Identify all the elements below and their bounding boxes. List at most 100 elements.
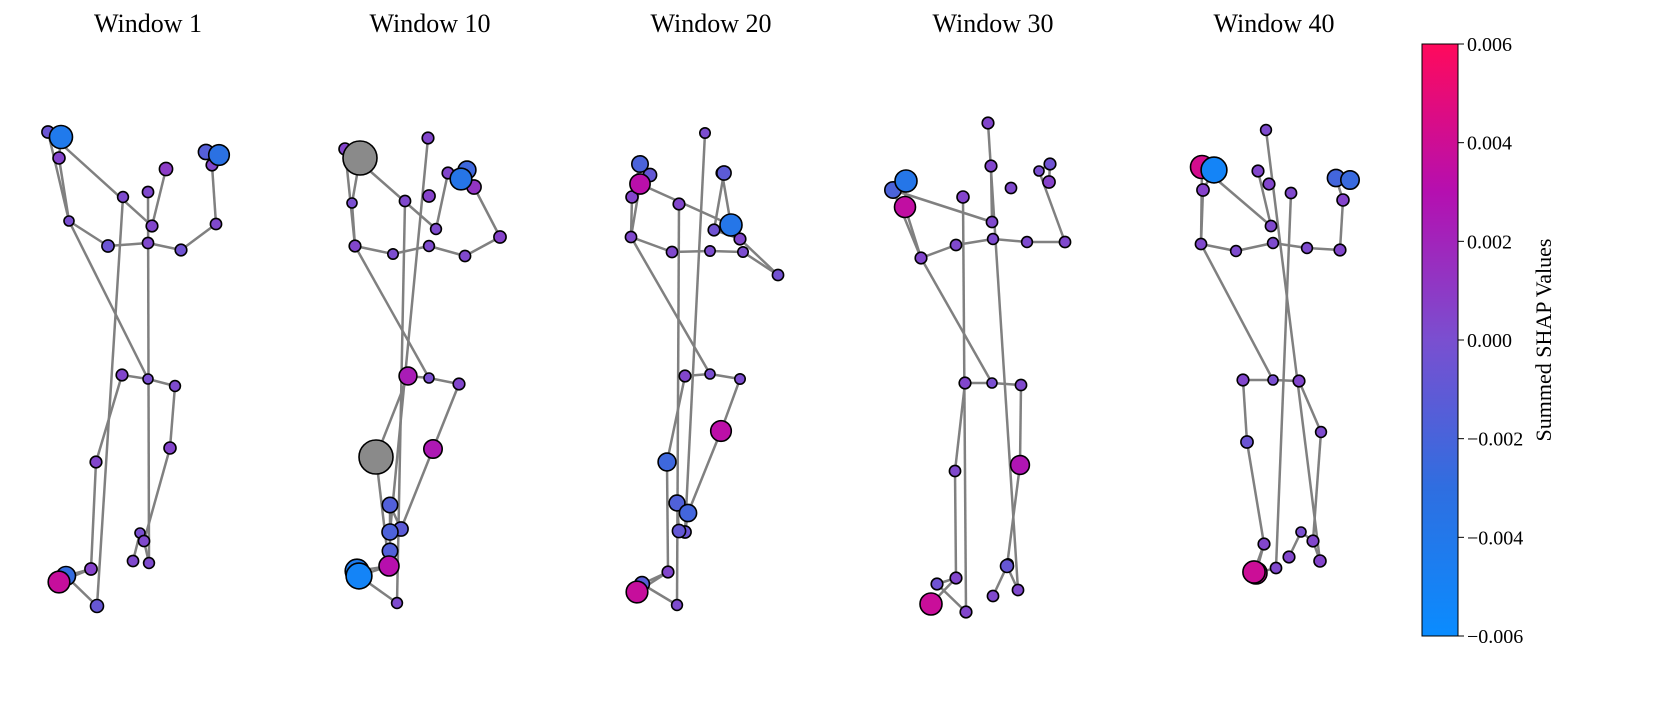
bone <box>630 235 673 254</box>
joint <box>661 565 675 579</box>
colorbar-gradient <box>1421 43 1459 637</box>
joint <box>346 197 358 209</box>
joint <box>1043 157 1057 171</box>
panel-title-1: Window 1 <box>94 9 202 38</box>
joint <box>174 243 188 257</box>
joint <box>1295 526 1307 538</box>
joint <box>493 230 507 244</box>
joint <box>1196 183 1210 197</box>
bone <box>1297 380 1323 433</box>
joint <box>704 368 716 380</box>
bone <box>892 188 993 224</box>
joint <box>1251 164 1265 178</box>
joint <box>1284 186 1298 200</box>
skeleton-3 <box>624 127 785 612</box>
joint <box>1042 175 1056 189</box>
bone <box>353 245 431 379</box>
bone <box>68 219 109 248</box>
joint <box>1009 454 1031 476</box>
joint <box>126 554 140 568</box>
joint <box>959 605 973 619</box>
joint <box>89 598 105 614</box>
joint <box>719 213 743 237</box>
joint <box>981 116 995 130</box>
bone <box>629 236 712 375</box>
bone <box>1018 384 1023 466</box>
bone <box>434 172 450 230</box>
joint <box>398 194 412 208</box>
joint <box>709 419 733 443</box>
bone <box>953 470 958 579</box>
bone <box>46 131 71 222</box>
joint <box>84 562 98 576</box>
joint <box>672 197 686 211</box>
bone <box>1338 199 1345 251</box>
joint <box>707 223 721 237</box>
joint <box>1020 235 1034 249</box>
bone <box>89 461 98 570</box>
bone <box>168 385 177 449</box>
joint <box>629 173 651 195</box>
joint <box>630 155 649 174</box>
joint <box>116 190 130 204</box>
colorbar-tick-label: −0.004 <box>1467 527 1523 549</box>
joint <box>1236 373 1250 387</box>
joint <box>141 185 155 199</box>
joint <box>1264 219 1278 233</box>
joint <box>956 190 970 204</box>
joint <box>999 558 1015 574</box>
joint <box>1340 170 1361 191</box>
joint <box>422 189 436 203</box>
bone <box>1235 241 1274 253</box>
joint <box>423 372 435 384</box>
joint <box>378 555 400 577</box>
joint <box>1262 177 1276 191</box>
bone <box>1274 192 1293 569</box>
joint <box>986 232 1000 246</box>
bone <box>675 203 681 606</box>
skeleton-panels <box>41 116 1361 619</box>
joint <box>142 556 156 570</box>
joint <box>458 249 472 263</box>
joint <box>733 372 746 385</box>
joint <box>342 140 378 176</box>
panel-title-4: Window 30 <box>933 9 1054 38</box>
bone <box>399 448 435 530</box>
bone <box>936 583 967 613</box>
joint <box>919 592 943 616</box>
bone <box>67 220 150 380</box>
joint <box>422 239 436 253</box>
joint <box>893 195 917 219</box>
joint <box>733 232 747 246</box>
bone <box>1199 243 1275 381</box>
joint <box>1004 181 1018 195</box>
skeleton-5 <box>1189 123 1361 585</box>
panel-title-2: Window 10 <box>370 9 491 38</box>
joint <box>386 248 399 261</box>
colorbar-tick-label: −0.006 <box>1467 626 1523 648</box>
joint <box>1229 244 1243 258</box>
joint <box>390 596 404 610</box>
bone <box>665 461 670 573</box>
joint <box>429 222 443 236</box>
joint <box>930 577 944 591</box>
joint <box>381 496 399 514</box>
joint <box>1333 243 1347 257</box>
joint <box>1011 583 1025 597</box>
joint <box>771 268 785 282</box>
bone <box>1241 379 1249 443</box>
joint <box>163 441 177 455</box>
joint <box>1282 550 1296 564</box>
bone <box>1245 441 1266 545</box>
joint <box>948 464 962 478</box>
joint <box>209 217 223 231</box>
joint <box>703 245 716 258</box>
joint <box>168 379 182 393</box>
joint <box>452 377 466 391</box>
joint <box>1269 561 1283 575</box>
joint <box>63 215 75 227</box>
joint <box>698 127 711 140</box>
joint <box>914 251 928 265</box>
joint <box>625 580 649 604</box>
